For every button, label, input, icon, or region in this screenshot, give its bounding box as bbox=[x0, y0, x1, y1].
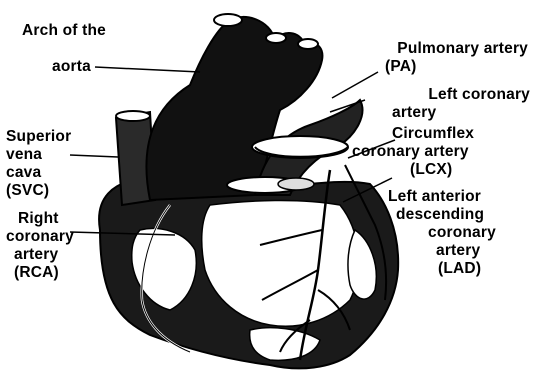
label-lad-line4: artery bbox=[436, 242, 480, 259]
label-rca-line2: coronary bbox=[6, 228, 74, 245]
label-lca-line2: artery bbox=[392, 104, 436, 121]
label-pa-line1: Pulmonary artery bbox=[397, 40, 528, 57]
superior-vena-cava bbox=[116, 111, 150, 121]
label-lca-line1: Left coronary bbox=[428, 86, 530, 103]
label-lad-line5: (LAD) bbox=[438, 260, 481, 277]
label-arch-line2: aorta bbox=[52, 58, 91, 75]
label-svc-line1: Superior bbox=[6, 128, 71, 145]
label-pa-line2: (PA) bbox=[385, 58, 417, 75]
label-lcx-line3: (LCX) bbox=[410, 161, 452, 178]
label-lcx-line1: Circumflex bbox=[392, 125, 474, 142]
label-svc-line3: cava bbox=[6, 164, 41, 181]
leader-svc bbox=[70, 155, 118, 157]
label-lad-line1: Left anterior bbox=[388, 188, 481, 205]
aortic-arch bbox=[214, 14, 242, 26]
label-arch-line1: Arch of the bbox=[22, 22, 106, 39]
label-lad-line2: descending bbox=[396, 206, 484, 223]
aortic-arch bbox=[298, 39, 318, 49]
leader-arch bbox=[95, 67, 200, 72]
label-rca-line3: artery bbox=[14, 246, 58, 263]
aortic-arch bbox=[266, 33, 286, 43]
leader-pa bbox=[332, 72, 378, 98]
label-rca-line4: (RCA) bbox=[14, 264, 59, 281]
coronary-ostium bbox=[252, 136, 348, 158]
label-rca-line1: Right bbox=[18, 210, 59, 227]
label-lad-line3: coronary bbox=[428, 224, 496, 241]
label-lcx-line2: coronary artery bbox=[352, 143, 469, 160]
atrial-ring bbox=[278, 178, 314, 190]
label-svc-line2: vena bbox=[6, 146, 42, 163]
label-svc-line4: (SVC) bbox=[6, 182, 49, 199]
